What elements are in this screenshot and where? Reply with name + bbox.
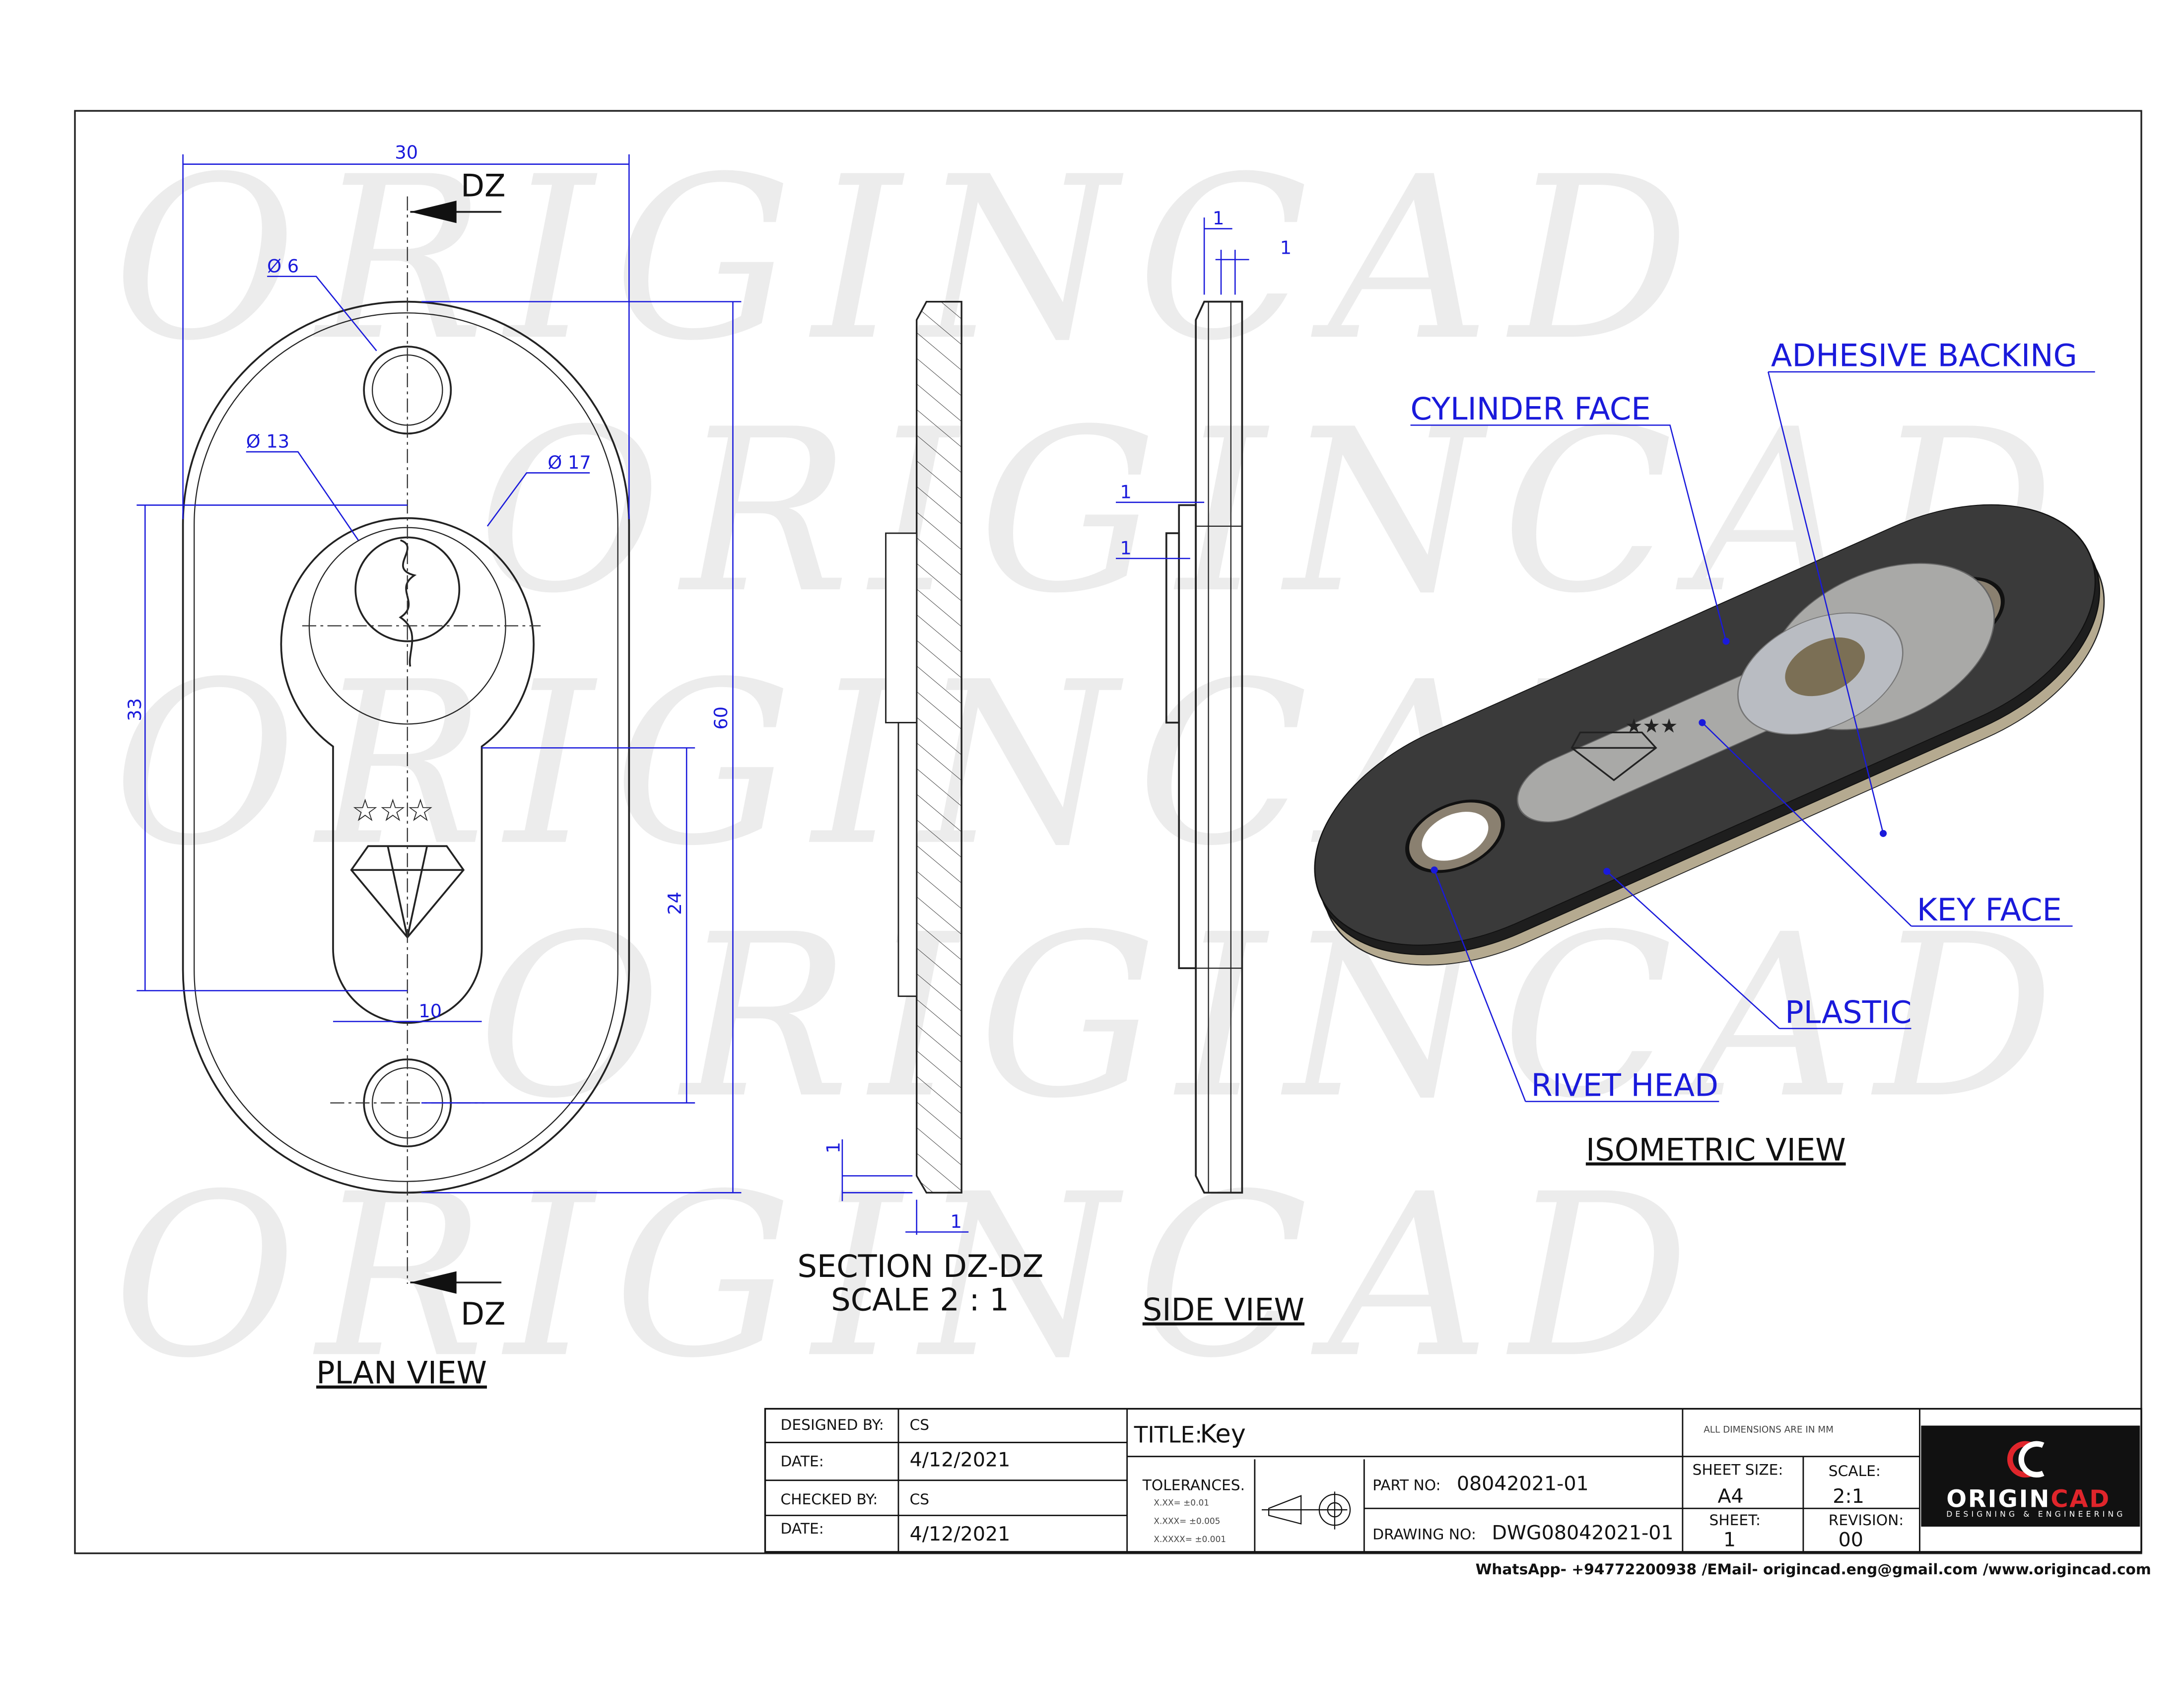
svg-text:2:1: 2:1 (1833, 1485, 1864, 1508)
svg-text:1: 1 (1280, 237, 1292, 259)
svg-text:ORIGINCAD: ORIGINCAD (1946, 1485, 2111, 1513)
title-block-text: DESIGNED BY: CS DATE: 4/12/2021 CHECKED … (781, 1416, 1904, 1551)
svg-text:4/12/2021: 4/12/2021 (910, 1448, 1011, 1471)
svg-text:DATE:: DATE: (781, 1452, 824, 1470)
svg-text:TOLERANCES.: TOLERANCES. (1142, 1476, 1245, 1493)
contact-info: WhatsApp- +94772200938 /EMail- origincad… (1476, 1560, 2151, 1578)
svg-text:CYLINDER FACE: CYLINDER FACE (1411, 391, 1651, 427)
svg-text:SCALE:: SCALE: (1829, 1462, 1881, 1479)
sheet-border (74, 110, 2142, 1554)
side-view: 1 1 1 1 SIDE VIEW (1116, 208, 1304, 1328)
svg-text:10: 10 (418, 1000, 442, 1022)
svg-text:ADHESIVE BACKING: ADHESIVE BACKING (1771, 338, 2077, 374)
svg-text:X.XXXX= ±0.001: X.XXXX= ±0.001 (1154, 1534, 1226, 1544)
svg-text:00: 00 (1839, 1529, 1863, 1551)
stars-icon: ☆☆☆ (351, 792, 434, 828)
title-block (764, 1407, 2142, 1553)
svg-text:DWG08042021-01: DWG08042021-01 (1492, 1521, 1673, 1544)
svg-text:KEY FACE: KEY FACE (1917, 892, 2062, 928)
svg-text:Ø 6: Ø 6 (267, 255, 299, 277)
svg-text:SECTION DZ-DZ: SECTION DZ-DZ (797, 1248, 1043, 1284)
svg-text:DESIGNED BY:: DESIGNED BY: (781, 1416, 884, 1433)
plan-dimensions: 30 Ø 6 Ø 13 Ø 17 33 60 24 10 (124, 141, 742, 1194)
watermark: ORIGINCAD ORIGINCAD ORIGINCAD ORIGINCAD … (113, 128, 2074, 1407)
svg-text:1: 1 (951, 1211, 962, 1232)
origincad-logo: ORIGINCAD DESIGNING & ENGINEERING (1921, 1425, 2140, 1527)
svg-text:4/12/2021: 4/12/2021 (910, 1523, 1011, 1546)
svg-text:08042021-01: 08042021-01 (1457, 1472, 1589, 1495)
svg-text:ORIGINCAD: ORIGINCAD (478, 886, 2074, 1147)
svg-text:CS: CS (910, 1416, 930, 1433)
svg-text:PART NO:: PART NO: (1372, 1476, 1440, 1493)
isometric-view-label: ISOMETRIC VIEW (1586, 1131, 1846, 1168)
callouts: CYLINDER FACE ADHESIVE BACKING KEY FACE … (1411, 338, 2095, 1168)
svg-text:REVISION:: REVISION: (1829, 1511, 1904, 1529)
svg-text:X.XX= ±0.01: X.XX= ±0.01 (1154, 1498, 1209, 1508)
svg-text:DATE:: DATE: (781, 1520, 824, 1537)
iso-stars-icon: ★★★ (1625, 714, 1678, 737)
svg-text:RIVET HEAD: RIVET HEAD (1531, 1067, 1718, 1103)
svg-text:PLASTIC: PLASTIC (1785, 994, 1911, 1030)
section-view: 1 1 SECTION DZ-DZ SCALE 2 : 1 (797, 300, 1043, 1318)
svg-text:SHEET SIZE:: SHEET SIZE: (1693, 1461, 1783, 1478)
iso-diamond-icon (1570, 731, 1657, 781)
svg-text:DESIGNING & ENGINEERING: DESIGNING & ENGINEERING (1946, 1510, 2125, 1519)
svg-text:CHECKED BY:: CHECKED BY: (781, 1490, 878, 1508)
svg-text:Ø 13: Ø 13 (246, 431, 289, 452)
svg-text:ORIGINCAD: ORIGINCAD (113, 1145, 1709, 1407)
svg-text:DZ: DZ (461, 1296, 505, 1332)
svg-text:1: 1 (1120, 537, 1132, 559)
svg-text:1: 1 (1723, 1529, 1736, 1551)
svg-text:TITLE:: TITLE: (1134, 1421, 1203, 1448)
svg-text:CS: CS (910, 1490, 930, 1508)
svg-text:Ø 17: Ø 17 (547, 452, 591, 473)
svg-text:1: 1 (1120, 481, 1132, 502)
svg-text:1: 1 (822, 1142, 844, 1153)
svg-text:DRAWING NO:: DRAWING NO: (1372, 1525, 1476, 1543)
plan-view-label: PLAN VIEW (316, 1355, 487, 1391)
svg-text:A4: A4 (1718, 1485, 1744, 1508)
side-view-label: SIDE VIEW (1143, 1292, 1304, 1328)
svg-text:33: 33 (124, 698, 145, 721)
drawing-title: Key (1200, 1419, 1246, 1448)
svg-text:ALL DIMENSIONS ARE IN MM: ALL DIMENSIONS ARE IN MM (1704, 1425, 1834, 1435)
svg-text:ORIGINCAD: ORIGINCAD (113, 128, 1709, 390)
svg-text:24: 24 (664, 892, 685, 915)
svg-text:60: 60 (710, 706, 732, 730)
svg-text:X.XXX= ±0.005: X.XXX= ±0.005 (1154, 1516, 1220, 1526)
svg-text:SHEET:: SHEET: (1709, 1511, 1761, 1529)
svg-text:1: 1 (1213, 208, 1224, 229)
svg-text:30: 30 (395, 141, 418, 163)
svg-text:SCALE 2 : 1: SCALE 2 : 1 (831, 1282, 1009, 1318)
svg-text:DZ: DZ (461, 168, 505, 204)
